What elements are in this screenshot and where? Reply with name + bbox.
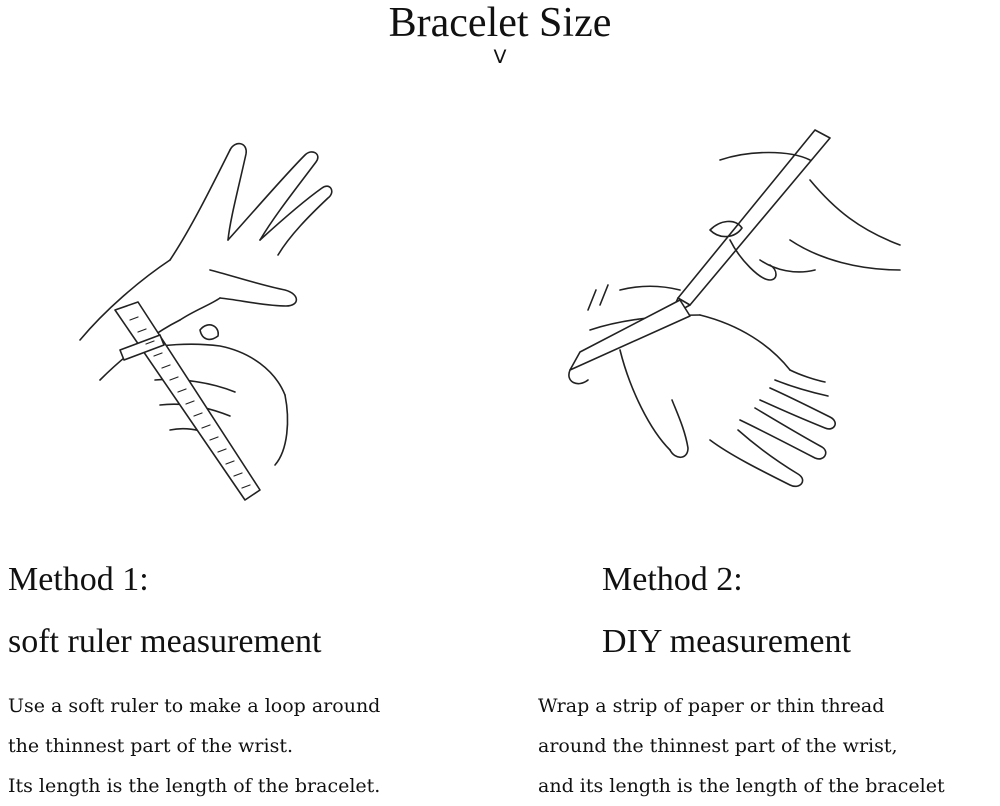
method-1-subheading: soft ruler measurement [8, 623, 322, 660]
method-2-line-2: around the thinnest part of the wrist, [538, 735, 898, 757]
method-1-section: Method 1: soft ruler measurement Use a s… [8, 558, 488, 806]
method-2-subheading: DIY measurement [602, 623, 851, 660]
hand-with-paper-strip-and-pen-icon [560, 120, 920, 520]
method-2-line-3: and its length is the length of the brac… [538, 775, 945, 797]
method-1-line-2: the thinnest part of the wrist. [8, 735, 294, 757]
method-2-line-1: Wrap a strip of paper or thin thread [538, 695, 885, 717]
page-title: Bracelet Size [388, 0, 612, 46]
method-1-line-1: Use a soft ruler to make a loop around [8, 695, 381, 717]
method-1-description: Use a soft ruler to make a loop around t… [8, 686, 488, 806]
page-subtitle: V [493, 46, 507, 68]
method-1-heading: Method 1: [8, 561, 149, 598]
method-2-description: Wrap a strip of paper or thin thread aro… [538, 686, 998, 806]
method-2-section: Method 2: DIY measurement Wrap a strip o… [538, 558, 998, 806]
method-2-heading: Method 2: [602, 561, 743, 598]
hand-with-soft-ruler-icon [60, 120, 340, 520]
method-1-line-3: Its length is the length of the bracelet… [8, 775, 381, 797]
